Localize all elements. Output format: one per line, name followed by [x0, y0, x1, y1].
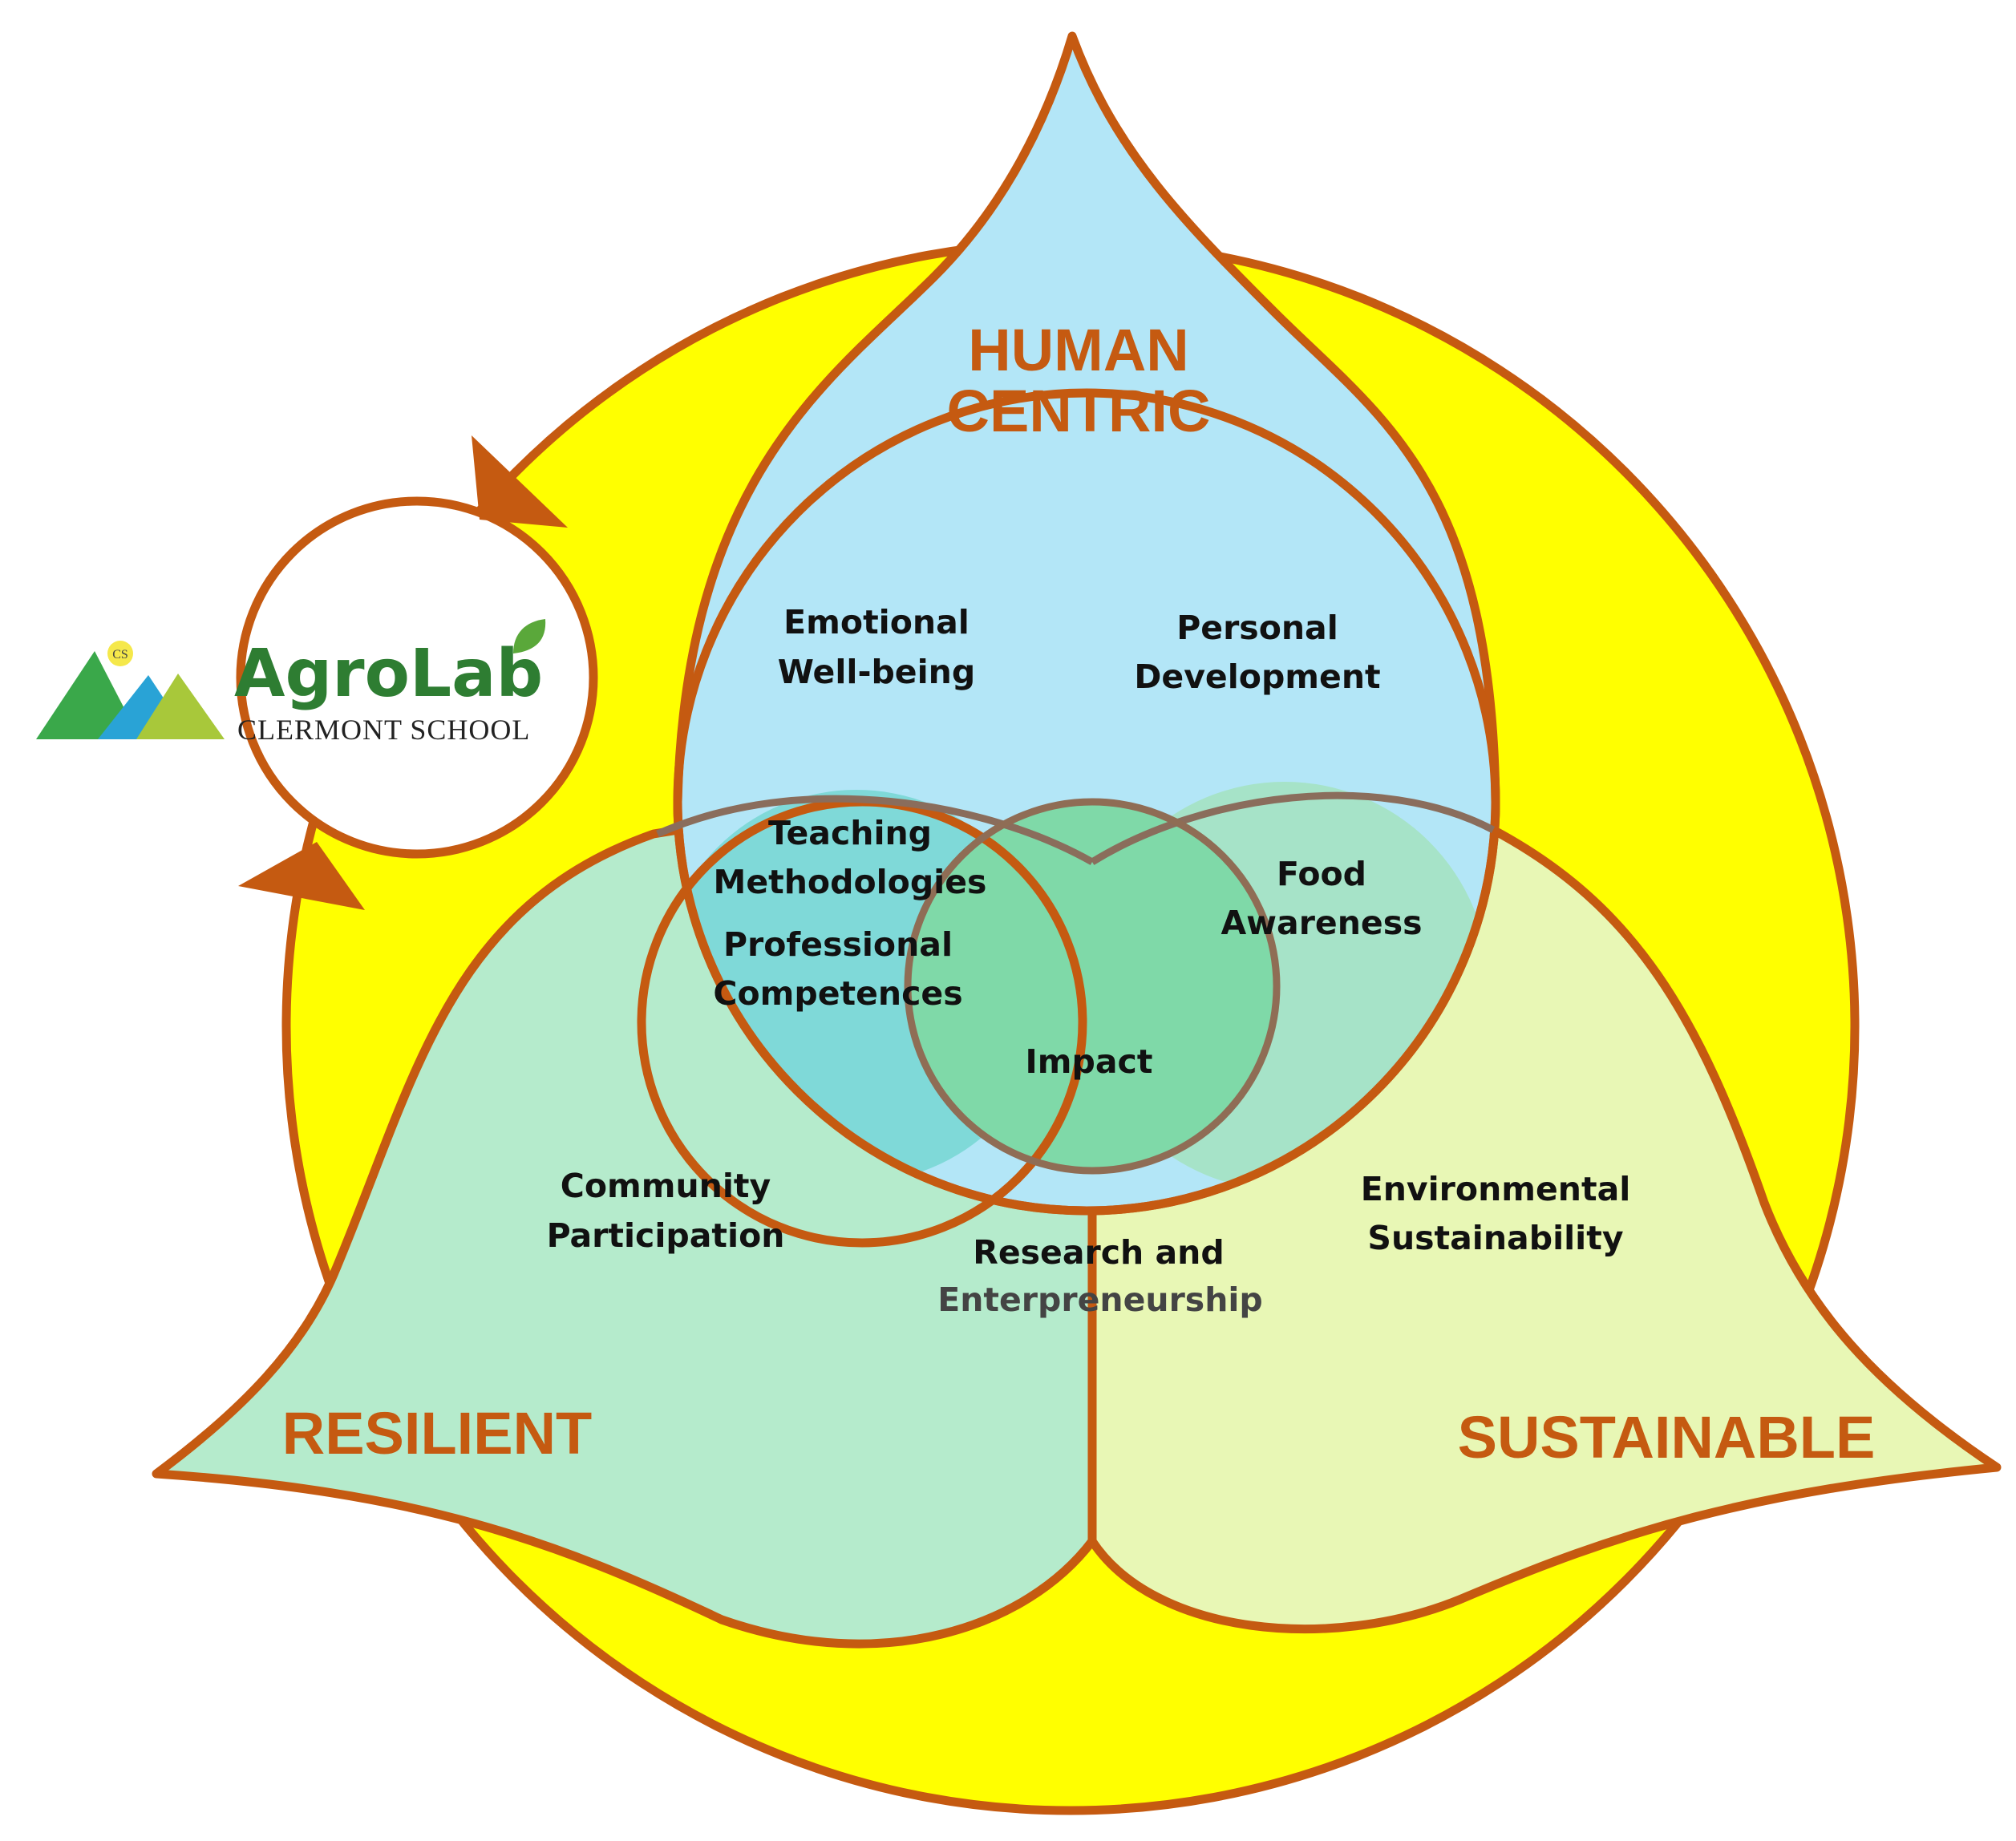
impact-overlap [908, 802, 1277, 1171]
arrow-bottom-icon [238, 842, 365, 910]
label-community: Community [561, 1167, 771, 1205]
title-resilient: RESILIENT [282, 1400, 592, 1467]
arrow-top-icon [472, 435, 568, 528]
title-human: HUMAN [968, 317, 1188, 383]
logo-school: CLERMONT SCHOOL [237, 714, 530, 746]
label-participation: Participation [547, 1216, 785, 1255]
leaf-icon [513, 619, 546, 653]
title-centric: CENTRIC [947, 378, 1211, 444]
mountain-right-icon [136, 674, 225, 739]
label-awareness: Awareness [1221, 904, 1422, 942]
label-research: Research and [973, 1233, 1224, 1272]
mountain-left-icon [36, 651, 140, 739]
right-arc [1090, 791, 1496, 865]
label-professional: Professional [723, 925, 953, 964]
logo-name: AgroLab [234, 636, 543, 712]
human-circle-outline [673, 388, 1500, 1216]
center-circle-outline [904, 798, 1281, 1175]
title-sustainable: SUSTAINABLE [1458, 1404, 1876, 1471]
label-food: Food [1277, 855, 1366, 893]
left-arc [656, 795, 1095, 865]
logo-circle [236, 496, 598, 859]
logo-badge-text: CS [112, 648, 128, 662]
label-methodologies: Methodologies [714, 863, 987, 901]
label-competences: Competences [713, 974, 962, 1013]
label-teaching: Teaching [768, 814, 932, 852]
label-sustainability: Sustainability [1367, 1219, 1623, 1257]
label-emotional: Emotional [783, 603, 970, 641]
label-environmental: Environmental [1361, 1170, 1631, 1208]
label-impact: Impact [1026, 1042, 1153, 1081]
label-personal: Personal [1176, 609, 1338, 647]
cs-badge-icon [107, 641, 133, 666]
label-enterpreneurship: Enterpreneurship [937, 1281, 1263, 1319]
agrolab-logo: CS AgroLab CLERMONT SCHOOL [36, 619, 546, 746]
label-wellbeing: Well-being [778, 653, 975, 691]
label-development: Development [1134, 658, 1380, 696]
